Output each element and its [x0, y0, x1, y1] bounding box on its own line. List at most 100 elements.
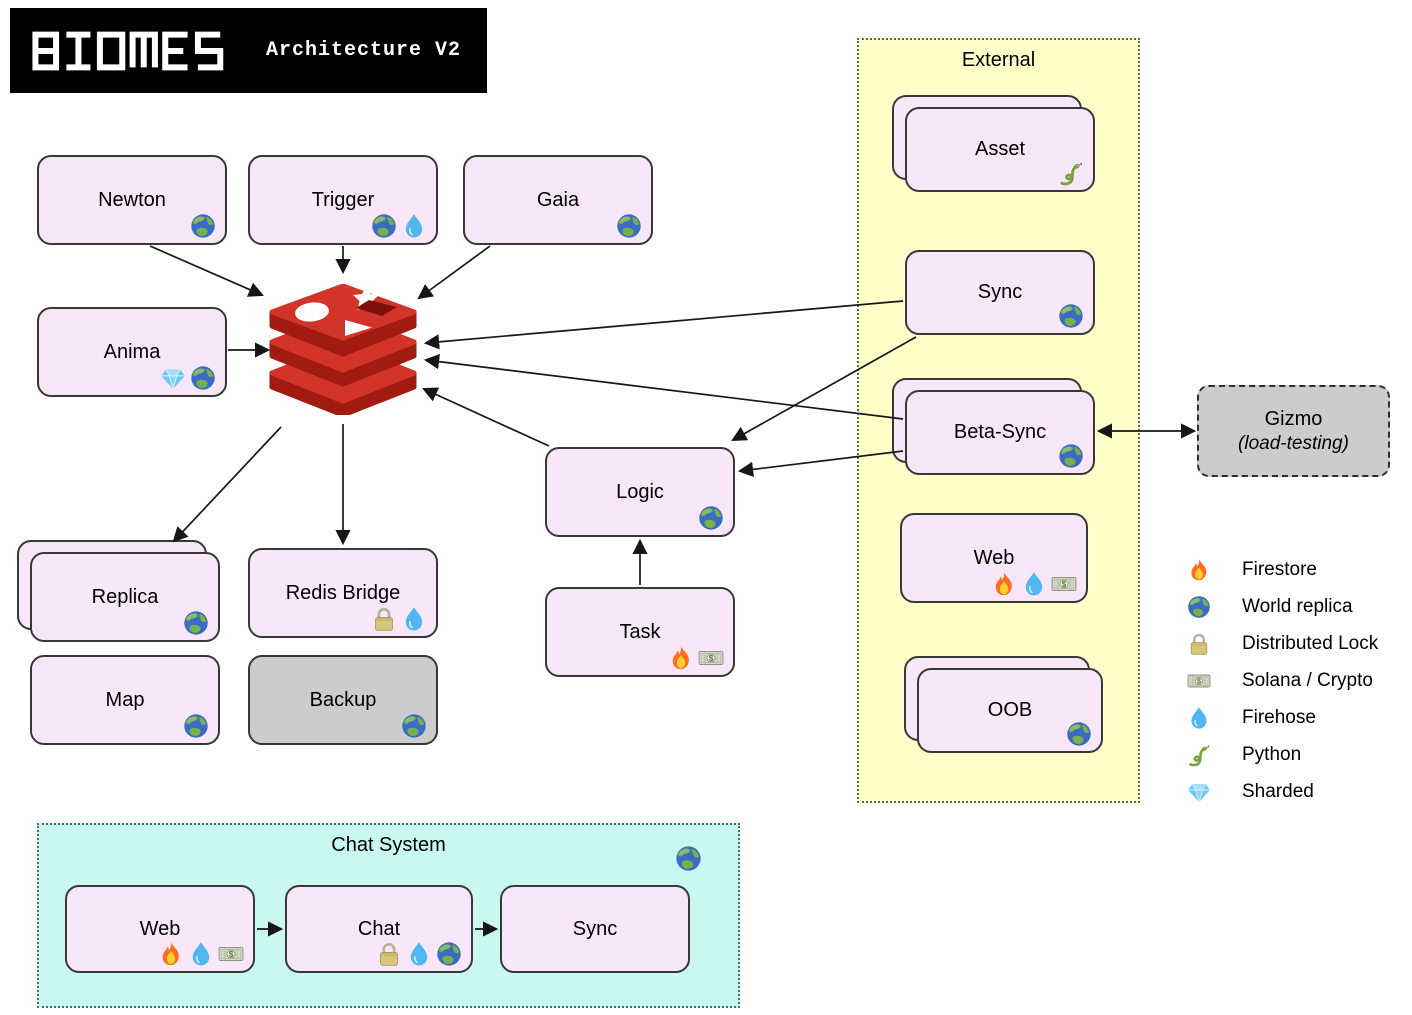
legend-label: Sharded: [1242, 780, 1314, 802]
node-web-external: Web: [900, 513, 1088, 603]
legend-label: Firestore: [1242, 558, 1317, 580]
solana-crypto-icon: [1187, 669, 1211, 693]
world-replica-icon: [436, 941, 462, 967]
node-logic-label: Logic: [616, 480, 664, 503]
arrow-redis-to-replica: [172, 426, 282, 543]
solana-crypto-icon: [698, 645, 724, 671]
legend-label: Solana / Crypto: [1242, 669, 1373, 691]
chat-system-container-label: Chat System: [331, 834, 446, 856]
distributed-lock-icon: [376, 941, 402, 967]
node-replica: Replica: [17, 540, 220, 642]
world-replica-icon: [1058, 443, 1084, 469]
node-trigger: Trigger: [248, 155, 438, 245]
world-replica-icon: [698, 505, 724, 531]
sharded-icon: [1187, 780, 1211, 804]
node-oob-label: OOB: [987, 699, 1033, 721]
redis-database-icon: [266, 283, 420, 418]
node-chat-sync-label: Sync: [572, 917, 618, 940]
node-chat-sync: Sync: [500, 885, 690, 973]
world-replica-icon: [1066, 721, 1092, 747]
legend: Firestore World replica Distributed Lock…: [1187, 551, 1378, 810]
firehose-icon: [406, 941, 432, 967]
firehose-icon: [1187, 706, 1211, 730]
node-chat-web-label: Web: [139, 917, 181, 940]
python-icon: [1187, 743, 1211, 767]
legend-row-world-replica: World replica: [1187, 588, 1378, 625]
node-oob: OOB: [904, 656, 1103, 753]
node-chat-web: Web: [65, 885, 255, 973]
node-chat-chat-label: Chat: [357, 917, 401, 940]
world-replica-icon: [1187, 595, 1211, 619]
node-map: Map: [30, 655, 220, 745]
legend-row-solana-crypto: Solana / Crypto: [1187, 662, 1378, 699]
node-logic: Logic: [545, 447, 735, 537]
arrow-gaia-to-redis: [417, 245, 491, 300]
firestore-icon: [668, 645, 694, 671]
world-replica-icon: [1058, 303, 1084, 329]
node-beta-sync-label: Beta-Sync: [953, 421, 1047, 443]
node-newton: Newton: [37, 155, 227, 245]
node-sync-external: Sync: [905, 250, 1095, 335]
node-map-label: Map: [105, 688, 145, 711]
distributed-lock-icon: [371, 606, 397, 632]
world-replica-icon: [675, 845, 702, 872]
firestore-icon: [158, 941, 184, 967]
legend-label: World replica: [1242, 595, 1353, 617]
node-trigger-label: Trigger: [311, 188, 375, 211]
legend-row-python: Python: [1187, 736, 1378, 773]
node-backup: Backup: [248, 655, 438, 745]
title-banner: Architecture V2: [10, 8, 487, 93]
world-replica-icon: [190, 365, 216, 391]
node-task: Task: [545, 587, 735, 677]
node-sync-external-label: Sync: [977, 281, 1023, 303]
external-container-label: External: [961, 49, 1036, 71]
firehose-icon: [401, 213, 427, 239]
biomes-logo: [32, 31, 224, 71]
world-replica-icon: [183, 610, 209, 636]
node-asset: Asset: [892, 95, 1095, 192]
firehose-icon: [1021, 571, 1047, 597]
world-replica-icon: [371, 213, 397, 239]
sharded-icon: [160, 365, 186, 391]
legend-row-sharded: Sharded: [1187, 773, 1378, 810]
node-gaia: Gaia: [463, 155, 653, 245]
firestore-icon: [1187, 558, 1211, 582]
legend-label: Distributed Lock: [1242, 632, 1379, 654]
firehose-icon: [401, 606, 427, 632]
node-chat-chat: Chat: [285, 885, 473, 973]
world-replica-icon: [190, 213, 216, 239]
node-web-external-label: Web: [973, 546, 1015, 569]
legend-row-firestore: Firestore: [1187, 551, 1378, 588]
python-icon: [1058, 160, 1084, 186]
firehose-icon: [188, 941, 214, 967]
node-beta-sync: Beta-Sync: [892, 378, 1095, 475]
node-task-label: Task: [619, 620, 661, 643]
arrow-beta-sync-to-redis: [423, 354, 904, 420]
firestore-icon: [991, 571, 1017, 597]
node-asset-label: Asset: [974, 138, 1026, 160]
banner-subtitle: Architecture V2: [266, 39, 462, 62]
node-anima: Anima: [37, 307, 227, 397]
legend-row-distributed-lock: Distributed Lock: [1187, 625, 1378, 662]
node-gizmo-label: Gizmo: [1264, 407, 1323, 430]
node-gizmo: Gizmo (load-testing): [1197, 385, 1390, 477]
node-gaia-label: Gaia: [536, 188, 580, 211]
arrow-sync-to-redis: [423, 300, 904, 350]
node-anima-label: Anima: [103, 340, 161, 363]
node-redis-bridge-label: Redis Bridge: [285, 581, 401, 604]
arrow-logic-to-redis: [422, 387, 550, 447]
node-backup-label: Backup: [309, 688, 377, 711]
legend-label: Python: [1242, 743, 1302, 765]
solana-crypto-icon: [218, 941, 244, 967]
node-replica-label: Replica: [91, 585, 159, 608]
legend-row-firehose: Firehose: [1187, 699, 1378, 736]
node-newton-label: Newton: [98, 188, 166, 211]
world-replica-icon: [401, 713, 427, 739]
node-redis-bridge: Redis Bridge: [248, 548, 438, 638]
world-replica-icon: [616, 213, 642, 239]
legend-label: Firehose: [1242, 706, 1316, 728]
node-gizmo-sublabel: (load-testing): [1238, 432, 1349, 454]
world-replica-icon: [183, 713, 209, 739]
arrow-newton-to-redis: [149, 245, 264, 297]
